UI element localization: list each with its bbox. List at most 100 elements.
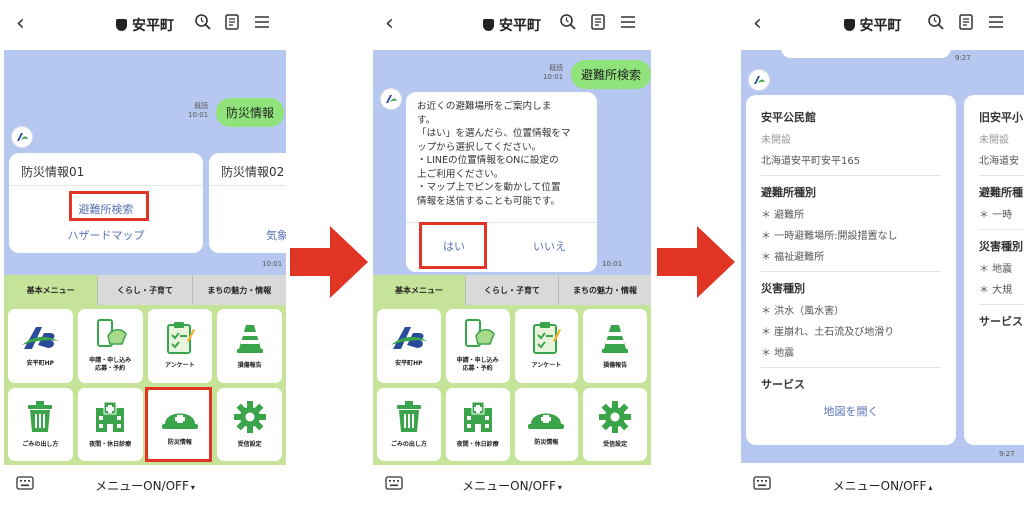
keyboard-icon[interactable] <box>753 476 771 490</box>
menu-item-label: 受信設定 <box>603 440 628 448</box>
shelter-status: 未開設 <box>979 135 1009 146</box>
footer: メニューON/OFF▴ <box>741 465 1024 508</box>
menu-item-helmet[interactable]: 防災情報 <box>147 387 213 461</box>
shelter-type: ＊ 福祉避難所 <box>761 252 825 263</box>
gear-icon <box>598 400 632 441</box>
weather-link[interactable]: 気象 <box>266 229 286 242</box>
keyboard-icon[interactable] <box>16 476 34 490</box>
shelter-card: 安平公民館 未開設 北海道安平町安平165 避難所種別 ＊ 避難所 ＊ 一時避難… <box>746 95 956 445</box>
yes-button[interactable]: はい <box>443 240 465 253</box>
menu-item-label: ごみの出し方 <box>390 440 427 448</box>
tab-basic[interactable]: 基本メニュー <box>373 275 465 305</box>
search-icon[interactable] <box>194 13 212 31</box>
menu-icon[interactable] <box>987 13 1005 31</box>
menu-item-clipboard[interactable]: アンケート <box>147 309 213 383</box>
menu-item-abira-logo[interactable]: 安平町HP <box>8 309 73 383</box>
header: ‹ 安平町 <box>741 0 1024 50</box>
highlight-shelter-search <box>69 191 149 221</box>
menu-icon[interactable] <box>619 13 637 31</box>
gear-icon <box>233 400 267 441</box>
menu-item-gear[interactable]: 受信設定 <box>583 387 647 461</box>
disaster-type: ＊ 洪水（風水害） <box>761 306 845 317</box>
shelter-search-link[interactable]: 避難所検索 <box>78 203 134 216</box>
message-card: お近くの避難場所をご案内しま す。 「はい」を選んだら、位置情報をマ ップから選… <box>406 92 597 272</box>
menu-item-label: 申請・申し込み 応募・予約 <box>456 357 499 373</box>
shelter-address: 北海道安 <box>979 156 1019 167</box>
back-icon[interactable]: ‹ <box>16 11 25 36</box>
menu-item-trash-can[interactable]: ごみの出し方 <box>8 387 73 461</box>
shelter-name: 安平公民館 <box>761 111 816 124</box>
traffic-cone-icon <box>235 321 265 362</box>
notes-icon[interactable] <box>223 13 241 31</box>
keyboard-icon[interactable] <box>385 476 403 490</box>
carousel-card-2: 防災情報02 気象 <box>209 153 286 253</box>
timestamp-bottom: 9:27 <box>999 450 1015 458</box>
shelter-type: ＊ 一時 <box>979 210 1013 221</box>
disaster-type-heading: 災害種別 <box>979 240 1023 253</box>
screen-3: ‹ 安平町 9:27 安平公民館 未開設 北海道安平町安平165 避難所種別 ＊… <box>741 0 1024 508</box>
notes-icon[interactable] <box>957 13 975 31</box>
previous-message <box>781 50 951 58</box>
tab-life[interactable]: くらし・子育て <box>465 275 558 305</box>
bot-avatar <box>380 88 402 110</box>
abira-logo-icon <box>754 76 765 84</box>
app-title: 安平町 <box>4 15 286 35</box>
menu-item-label: アンケート <box>531 362 562 370</box>
timestamp: 10:01 <box>602 260 623 268</box>
bot-avatar <box>11 126 33 148</box>
disaster-type: ＊ 崖崩れ、土石流及び地滑り <box>761 327 895 338</box>
menu-item-clipboard[interactable]: アンケート <box>514 309 579 383</box>
bot-message: お近くの避難場所をご案内しま す。 「はい」を選んだら、位置情報をマ ップから選… <box>417 101 571 207</box>
menu-item-phone-hand[interactable]: 申請・申し込み 応募・予約 <box>77 309 143 383</box>
rich-menu: 安平町HP 申請・申し込み 応募・予約 アンケート 損傷報告ごみの出し方 夜間・休日診療… <box>373 305 651 465</box>
menu-item-hospital[interactable]: 夜間・休日診療 <box>445 387 510 461</box>
menu-item-traffic-cone[interactable]: 損傷報告 <box>217 309 282 383</box>
helmet-icon <box>160 402 200 439</box>
shelter-type: ＊ 一時避難場所:開設措置なし <box>761 231 898 242</box>
back-icon[interactable]: ‹ <box>753 11 762 36</box>
tab-basic[interactable]: 基本メニュー <box>4 275 98 305</box>
tab-charm[interactable]: まちの魅力・情報 <box>558 275 651 305</box>
menu-item-trash-can[interactable]: ごみの出し方 <box>377 387 441 461</box>
shield-icon <box>116 19 127 31</box>
menu-item-label: 損傷報告 <box>237 362 262 370</box>
arrow-right-icon <box>290 226 368 298</box>
highlight-yes <box>419 222 487 269</box>
menu-item-traffic-cone[interactable]: 損傷報告 <box>583 309 647 383</box>
abira-logo-icon <box>386 95 397 103</box>
menu-toggle[interactable]: メニューON/OFF▾ <box>95 479 195 493</box>
timestamp-top: 9:27 <box>955 54 971 62</box>
shelter-address: 北海道安平町安平165 <box>761 156 861 167</box>
search-icon[interactable] <box>559 13 577 31</box>
phone-hand-icon <box>90 318 130 357</box>
menu-item-label: 夜間・休日診療 <box>89 440 132 448</box>
menu-item-gear[interactable]: 受信設定 <box>217 387 282 461</box>
card-title: 防災情報02 <box>221 165 285 179</box>
menu-toggle[interactable]: メニューON/OFF▴ <box>832 479 933 493</box>
chat-area: 9:27 安平公民館 未開設 北海道安平町安平165 避難所種別 ＊ 避難所 ＊… <box>741 50 1024 463</box>
back-icon[interactable]: ‹ <box>385 11 394 36</box>
menu-item-hospital[interactable]: 夜間・休日診療 <box>77 387 143 461</box>
shelter-status: 未開設 <box>761 135 791 146</box>
menu-toggle[interactable]: メニューON/OFF▾ <box>462 479 562 493</box>
tab-charm[interactable]: まちの魅力・情報 <box>191 275 286 305</box>
hospital-icon <box>93 400 127 441</box>
menu-item-phone-hand[interactable]: 申請・申し込み 応募・予約 <box>445 309 510 383</box>
tab-life[interactable]: くらし・子育て <box>97 275 192 305</box>
menu-icon[interactable] <box>253 13 271 31</box>
menu-item-label: 損傷報告 <box>603 362 628 370</box>
header: ‹ 安平町 <box>373 0 651 50</box>
clipboard-icon <box>529 321 563 362</box>
open-map-link[interactable]: 地図を開く <box>823 405 879 418</box>
footer: メニューON/OFF▾ <box>373 465 651 508</box>
search-icon[interactable] <box>927 13 945 31</box>
notes-icon[interactable] <box>589 13 607 31</box>
menu-item-helmet[interactable]: 防災情報 <box>514 387 579 461</box>
no-button[interactable]: いいえ <box>533 240 566 253</box>
header: ‹ 安平町 <box>4 0 286 50</box>
hazard-map-link[interactable]: ハザードマップ <box>67 229 145 242</box>
app-title: 安平町 <box>373 15 651 35</box>
menu-item-abira-logo[interactable]: 安平町HP <box>377 309 441 383</box>
